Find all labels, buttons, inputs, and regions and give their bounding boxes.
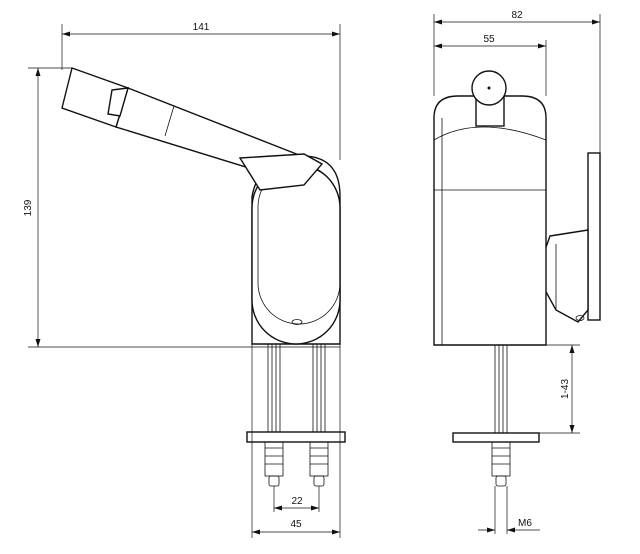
dim-front-width-label: 82 bbox=[511, 10, 523, 21]
dim-base-width-label: 45 bbox=[290, 519, 302, 530]
faucet-body bbox=[238, 153, 341, 345]
dim-front-body-width-label: 55 bbox=[483, 34, 495, 45]
dim-thread: M6 bbox=[478, 486, 540, 534]
dim-front-body-width: 55 bbox=[434, 34, 547, 96]
dim-side-width-label: 141 bbox=[193, 22, 210, 33]
front-spout-tip bbox=[471, 70, 507, 127]
dim-counter-thickness: 1-43 bbox=[539, 344, 580, 434]
dim-front-width: 82 bbox=[433, 10, 601, 153]
front-mounting-stud bbox=[452, 344, 540, 487]
dim-side-height: 139 bbox=[23, 67, 340, 348]
dim-base-width: 45 bbox=[251, 344, 341, 538]
dim-side-height-label: 139 bbox=[23, 199, 34, 216]
side-mounting-studs bbox=[246, 343, 346, 487]
dim-hole-spacing-label: 22 bbox=[291, 496, 303, 507]
front-view: 82 55 1-43 M6 bbox=[433, 10, 601, 534]
side-view: 141 139 22 45 bbox=[23, 22, 346, 538]
dim-thread-label: M6 bbox=[518, 518, 532, 529]
front-body bbox=[433, 95, 547, 346]
dim-counter-thickness-label: 1-43 bbox=[560, 379, 571, 399]
dim-side-width: 141 bbox=[61, 22, 341, 160]
dim-hole-spacing: 22 bbox=[273, 486, 320, 512]
lever-plate bbox=[544, 152, 601, 323]
